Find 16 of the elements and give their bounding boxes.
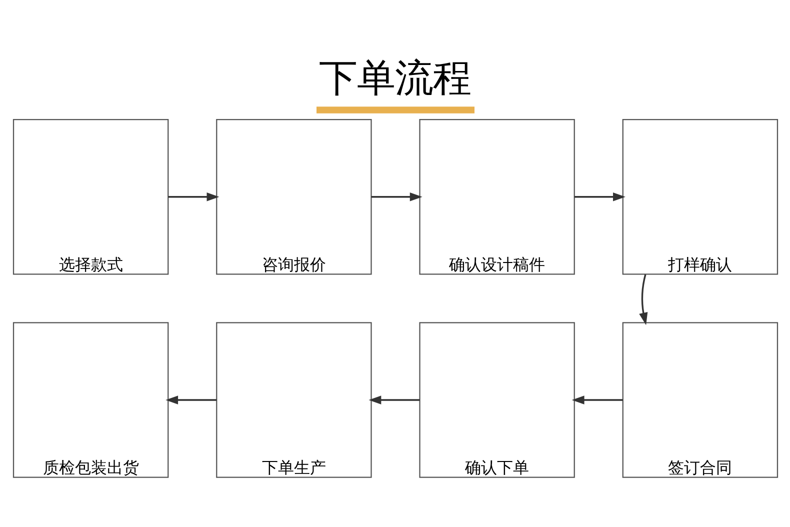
- arrow: [368, 395, 420, 404]
- node-box: 签订合同: [622, 322, 778, 478]
- node-box: 下单生产: [216, 322, 372, 478]
- arrow: [571, 395, 622, 404]
- node-box: 选择款式: [12, 118, 168, 274]
- node-box: 打样确认: [622, 118, 778, 274]
- arrow: [165, 395, 216, 404]
- diagram-title: 下单流程: [318, 56, 470, 101]
- arrow: [370, 192, 422, 201]
- arrow: [168, 192, 219, 201]
- node-box: 确认下单: [418, 322, 574, 478]
- arrow: [638, 274, 648, 325]
- arrow: [574, 192, 625, 201]
- node-box: 咨询报价: [216, 118, 372, 274]
- node-box: 确认设计稿件: [418, 118, 574, 274]
- node-box: 质检包装出货: [12, 322, 168, 478]
